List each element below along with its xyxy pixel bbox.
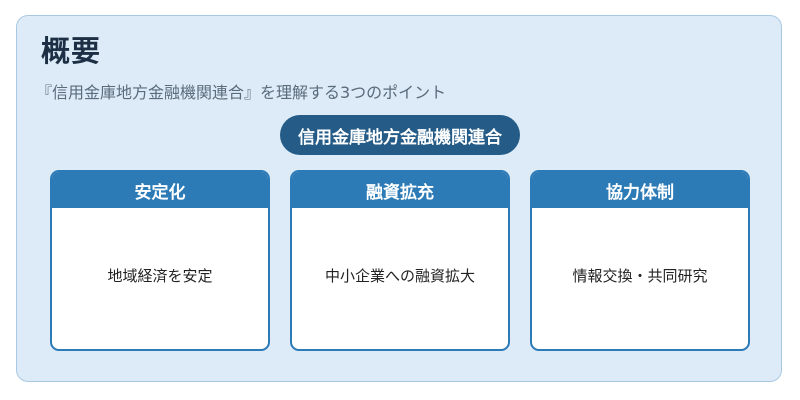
card-body-text: 中小企業への融資拡大 — [324, 267, 475, 285]
point-card-cooperation: 協力体制 情報交換・共同研究 — [530, 170, 750, 351]
card-body-text: 情報交換・共同研究 — [572, 267, 708, 285]
point-card-financing: 融資拡充 中小企業への融資拡大 — [290, 170, 510, 351]
card-header: 融資拡充 — [292, 172, 508, 208]
card-body-text: 地域経済を安定 — [107, 267, 213, 285]
card-body: 地域経済を安定 — [52, 208, 268, 349]
central-concept-label: 信用金庫地方金融機関連合 — [298, 127, 502, 148]
card-body: 情報交換・共同研究 — [532, 208, 748, 349]
point-card-stabilization: 安定化 地域経済を安定 — [50, 170, 270, 351]
card-body: 中小企業への融資拡大 — [292, 208, 508, 349]
central-concept-pill: 信用金庫地方金融機関連合 — [280, 115, 520, 155]
card-header-label: 安定化 — [134, 182, 186, 203]
card-header: 安定化 — [52, 172, 268, 208]
page-title: 概要 — [41, 34, 102, 68]
page-subtitle: 『信用金庫地方金融機関連合』を理解する3つのポイント — [36, 83, 447, 102]
card-header-label: 融資拡充 — [366, 182, 434, 203]
card-header-label: 協力体制 — [606, 182, 674, 203]
card-header: 協力体制 — [532, 172, 748, 208]
